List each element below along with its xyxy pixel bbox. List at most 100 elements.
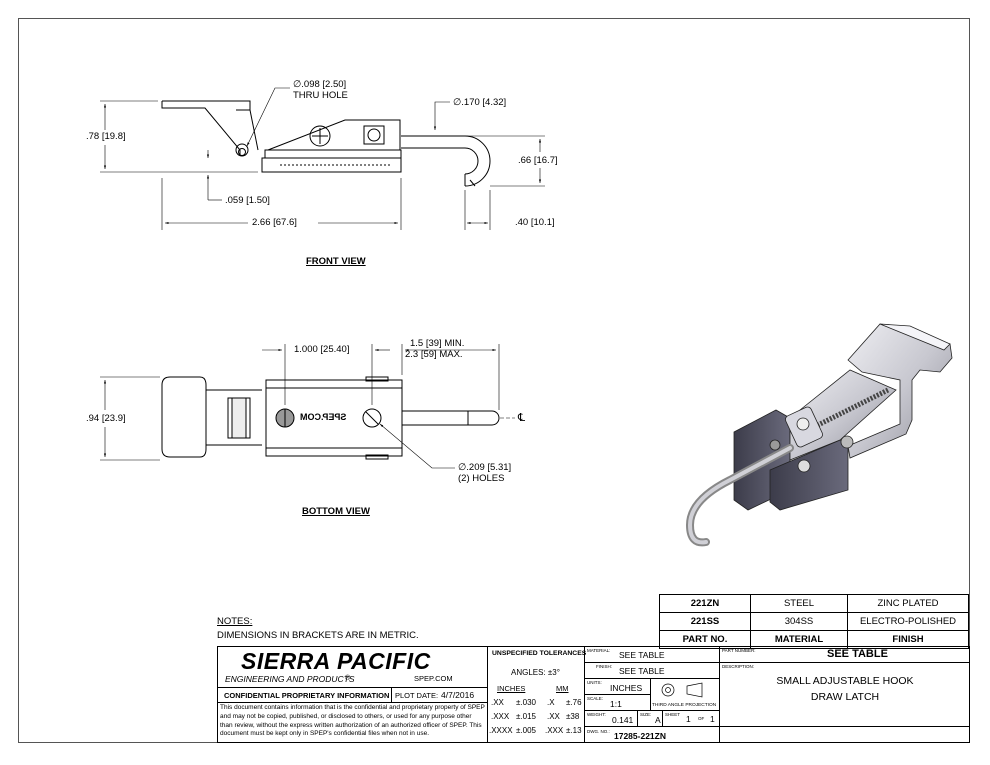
material-value: SEE TABLE [619, 650, 665, 660]
divider [637, 710, 638, 726]
angle-tolerance: ANGLES: ±3° [511, 668, 560, 677]
title-block [217, 646, 970, 743]
thru-hole-note: THRU HOLE [293, 90, 348, 101]
isometric-latch-rendering [685, 323, 953, 547]
notes-text: DIMENSIONS IN BRACKETS ARE IN METRIC. [217, 630, 419, 641]
body-stamp: SPEP.COM [300, 412, 347, 422]
bottom-view-latch [161, 376, 500, 460]
tol-mm-value: ±38 [566, 712, 580, 721]
divider [719, 726, 970, 727]
adjust-max-dim: 2.3 [59] MAX. [405, 349, 463, 360]
divider [719, 662, 970, 663]
tol-in-value: ±.030 [516, 698, 536, 707]
divider [584, 662, 719, 663]
finish-label: FINISH: [596, 664, 613, 669]
part-number-label: PART NUMBER: [722, 648, 756, 653]
scale-label: SCALE: [587, 696, 604, 701]
units-value: INCHES [610, 683, 643, 693]
tol-in-format: .XX [491, 698, 504, 707]
finish-header: FINISH [847, 630, 969, 649]
third-angle-projection-icon [661, 682, 703, 698]
material-label: MATERIAL: [587, 648, 611, 653]
mount-holes-dim: ∅.209 [5.31] [458, 462, 512, 473]
weight-label: WEIGHT: [587, 712, 606, 717]
divider [584, 694, 650, 695]
thickness-dim: .059 [1.50] [225, 195, 270, 206]
tol-mm-format: .X [547, 698, 555, 707]
table-row: 221SS 304SS ELECTRO-POLISHED [659, 612, 969, 631]
description-line-1: SMALL ADJUSTABLE HOOK [776, 675, 914, 687]
size-value: A [655, 715, 661, 725]
hook-diameter-dim: ∅.170 [4.32] [453, 97, 507, 108]
width-dim: .94 [23.9] [86, 413, 126, 424]
front-view-latch [161, 100, 491, 187]
tol-in-value: ±.015 [516, 712, 536, 721]
scale-value: 1:1 [610, 699, 622, 709]
divider [662, 710, 663, 726]
part-cell: 221ZN [659, 594, 751, 613]
weight-value: 0.141 [612, 715, 634, 725]
registered-mark: ® [345, 675, 351, 682]
sheet-value: 1 [686, 714, 691, 724]
company-website: SPEP.COM [414, 674, 453, 683]
projection-label: THIRD ANGLE PROJECTION [652, 703, 717, 708]
plot-date-label: PLOT DATE: [395, 691, 439, 700]
adjust-min-dim: 1.5 [39] MIN. [410, 338, 465, 349]
tol-mm-value: ±.13 [566, 726, 582, 735]
confidential-title: CONFIDENTIAL PROPRIETARY INFORMATION [224, 691, 390, 700]
dwg-no-label: DWG. NO.: [587, 729, 610, 734]
part-number-value: SEE TABLE [827, 648, 888, 660]
divider [391, 688, 392, 703]
divider [584, 726, 719, 727]
hole-spacing-dim: 1.000 [25.40] [294, 344, 350, 355]
divider [487, 646, 488, 743]
finish-cell: ELECTRO-POLISHED [847, 612, 969, 631]
of-label: OF [698, 716, 705, 721]
parts-table: 221ZN STEEL ZINC PLATED 221SS 304SS ELEC… [659, 594, 969, 649]
divider [584, 710, 719, 711]
tol-mm-value: ±.76 [566, 698, 582, 707]
plot-date: 4/7/2016 [441, 690, 475, 700]
bottom-view-dimension-lines [100, 344, 515, 469]
drawing-number: 17285-221ZN [614, 731, 666, 741]
hook-width-dim: .40 [10.1] [515, 217, 555, 228]
sheet-label: SHEET [665, 712, 681, 717]
confidential-header-row [217, 688, 487, 703]
description-line-2: DRAW LATCH [810, 691, 880, 703]
material-cell: 304SS [750, 612, 848, 631]
mount-holes-count: (2) HOLES [458, 473, 505, 484]
material-header: MATERIAL [750, 630, 848, 649]
material-cell: STEEL [750, 594, 848, 613]
tolerances-title: UNSPECIFIED TOLERANCES [492, 650, 587, 657]
divider [719, 646, 720, 743]
length-dim: 2.66 [67.6] [252, 217, 297, 228]
bottom-view-title: BOTTOM VIEW [302, 506, 370, 517]
mm-header: MM [556, 684, 569, 693]
company-subtitle: ENGINEERING AND PRODUCTS [225, 674, 355, 684]
description-label: DESCRIPTION: [722, 664, 755, 669]
table-row: 221ZN STEEL ZINC PLATED [659, 594, 969, 613]
company-block [217, 646, 487, 688]
finish-value: SEE TABLE [619, 666, 665, 676]
company-name: SIERRA PACIFIC [241, 648, 431, 674]
notes-heading: NOTES: [217, 616, 253, 627]
tol-in-value: ±.005 [516, 726, 536, 735]
sheet-total: 1 [710, 714, 715, 724]
hook-height-dim: .66 [16.7] [518, 155, 558, 166]
tol-mm-format: .XXX [545, 726, 564, 735]
confidential-text: This document contains information that … [220, 704, 485, 738]
tol-mm-format: .XX [547, 712, 560, 721]
divider [584, 678, 719, 679]
tol-in-format: .XXX [491, 712, 510, 721]
front-view-title: FRONT VIEW [306, 256, 366, 267]
size-label: SIZE: [640, 712, 652, 717]
tol-in-format: .XXXX [489, 726, 513, 735]
centerline-symbol: ℄ [518, 412, 526, 424]
thru-hole-dim: ∅.098 [2.50] [293, 79, 347, 90]
inches-header: INCHES [497, 684, 526, 693]
part-cell: 221SS [659, 612, 751, 631]
finish-cell: ZINC PLATED [847, 594, 969, 613]
height-dim: .78 [19.8] [86, 131, 126, 142]
table-header-row: PART NO. MATERIAL FINISH [659, 630, 969, 649]
